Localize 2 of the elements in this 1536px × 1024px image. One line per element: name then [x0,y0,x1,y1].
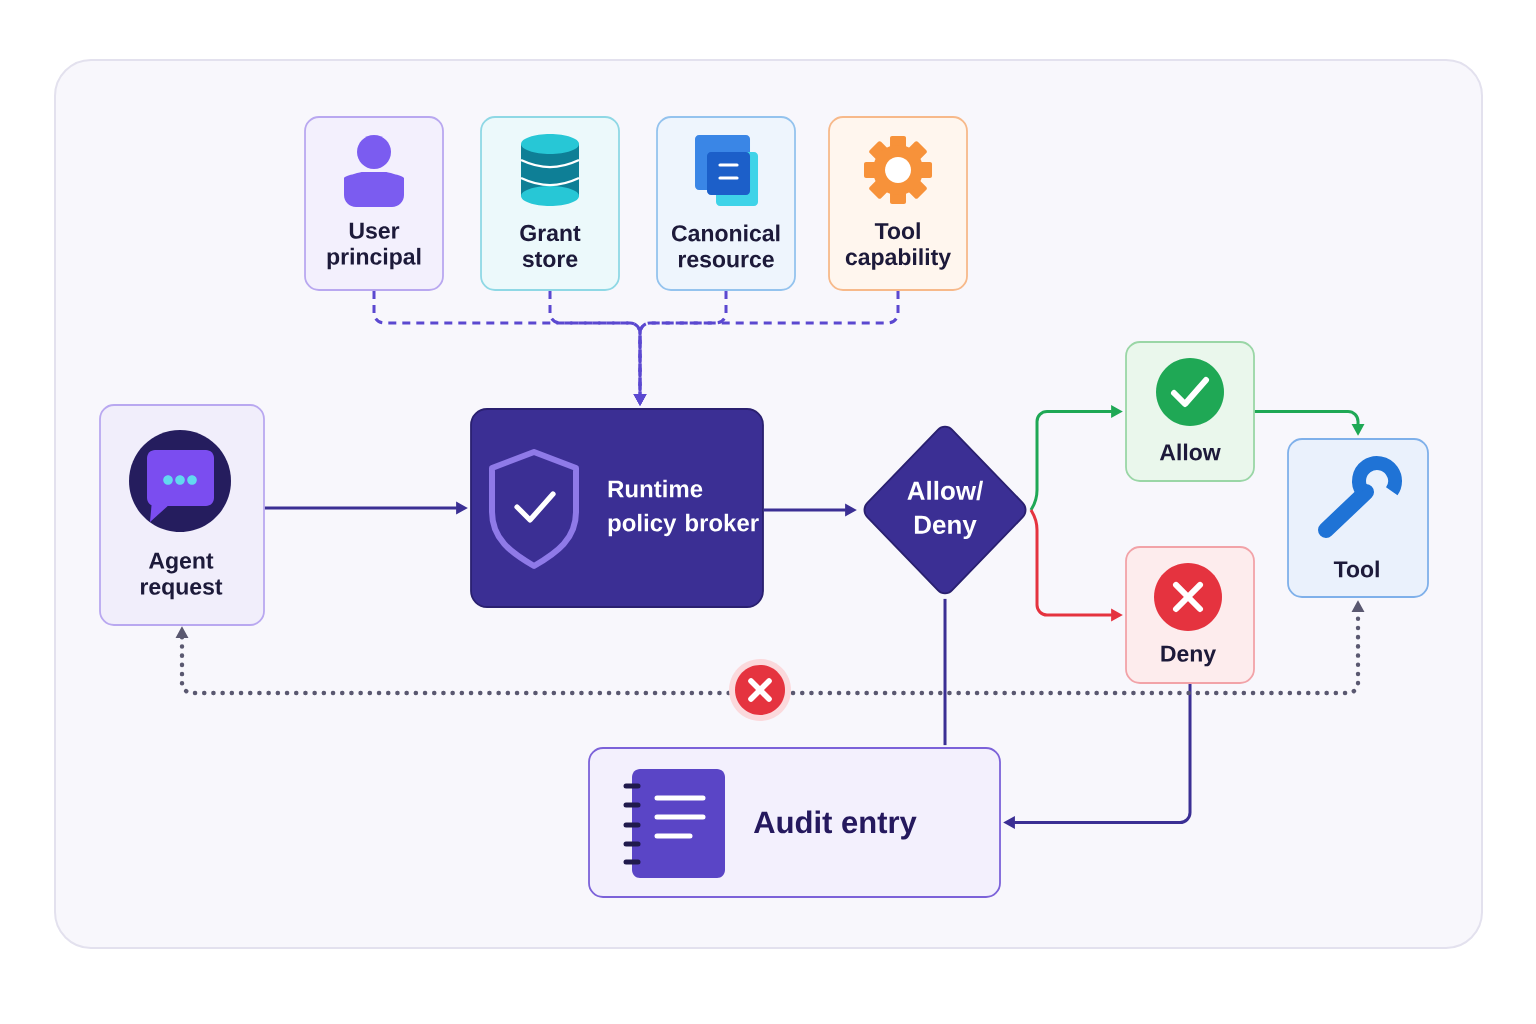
tool-box: Tool [1287,438,1429,598]
broker-box: Runtime policy broker [470,408,764,608]
